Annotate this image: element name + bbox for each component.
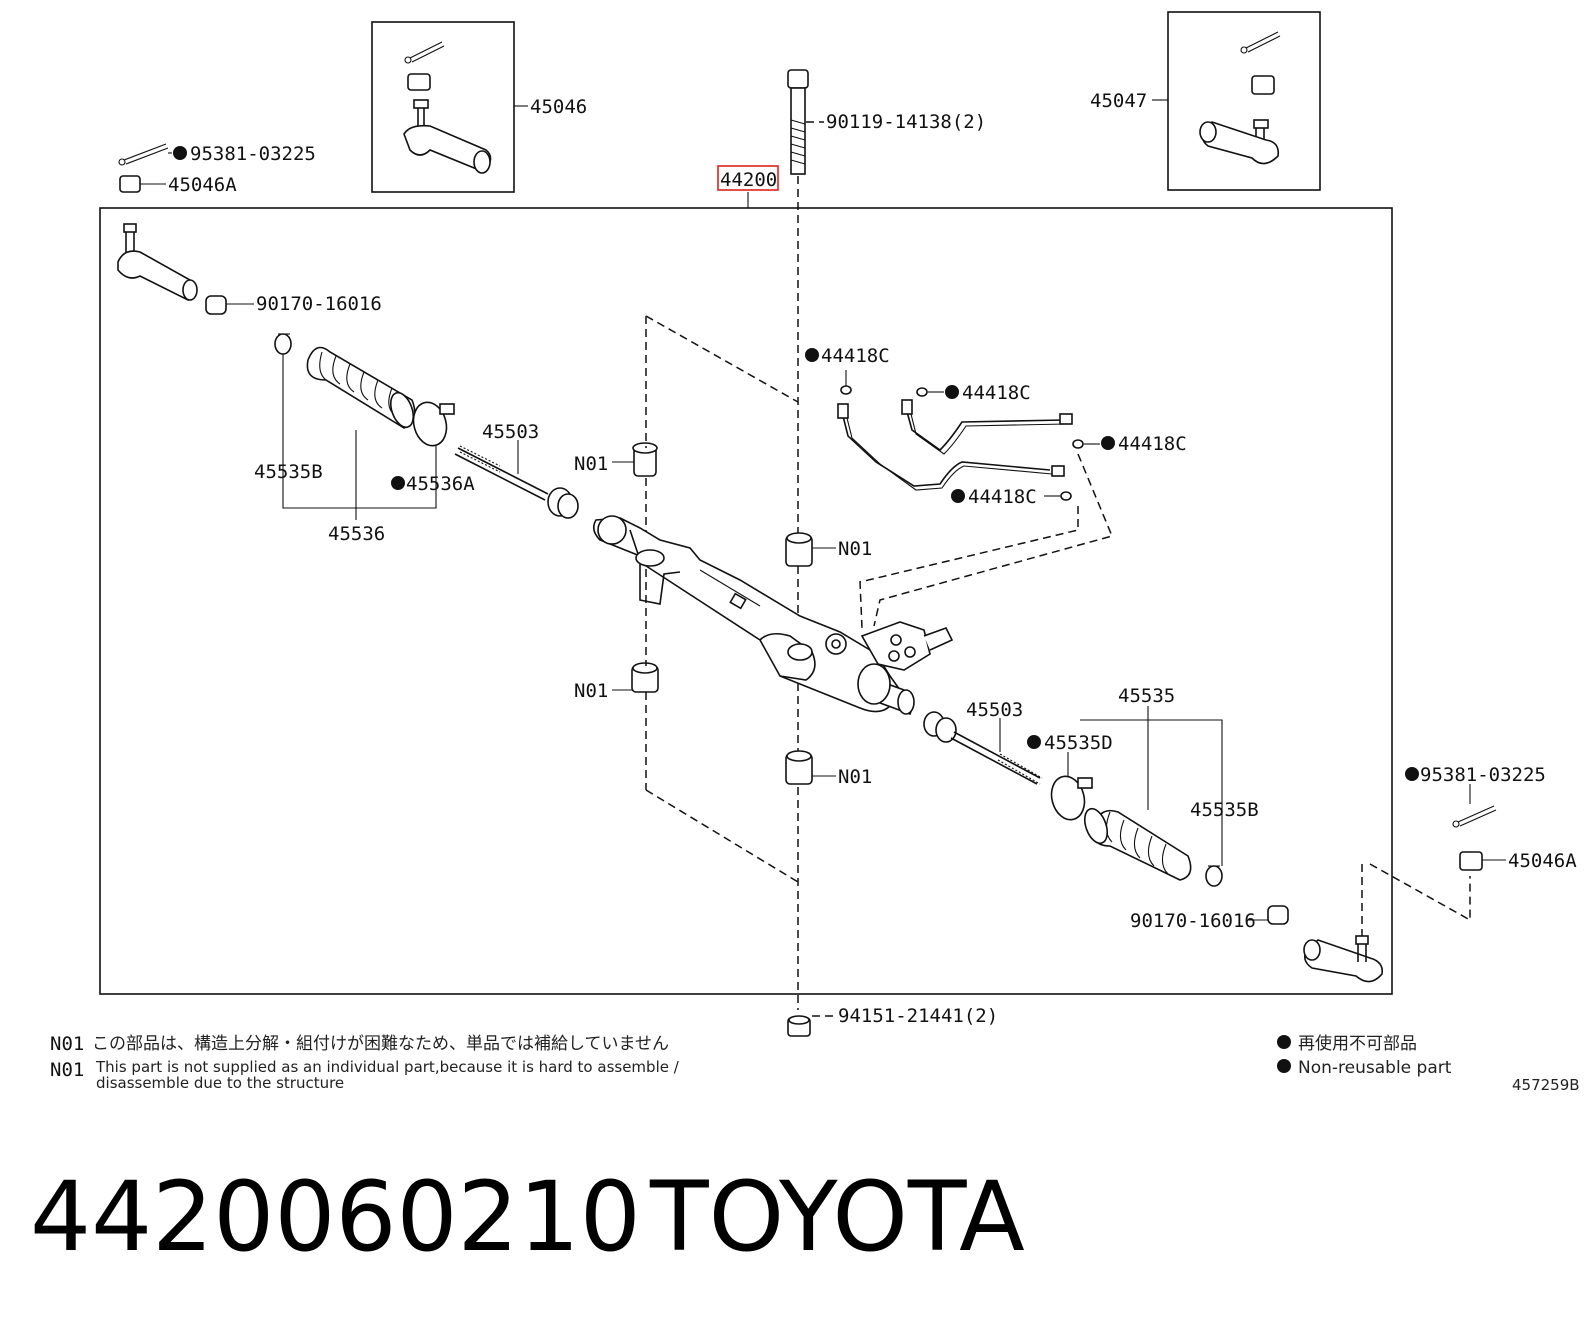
label-44418c-3[interactable]: 44418C <box>1118 433 1187 455</box>
boot-45536 <box>306 346 416 429</box>
label-45046a-left[interactable]: 45046A <box>168 174 237 196</box>
label-45535d[interactable]: 45535D <box>1044 732 1113 754</box>
legend-marker-jp <box>1277 1035 1291 1049</box>
caption-part-number: 4420060210 <box>30 1161 641 1273</box>
non-reusable-marker <box>945 385 959 399</box>
label-45536a[interactable]: 45536A <box>406 473 475 495</box>
label-45503-right[interactable]: 45503 <box>966 699 1023 721</box>
o-ring-3 <box>1072 439 1084 449</box>
label-44200[interactable]: 44200 <box>720 169 777 191</box>
label-44418c-4[interactable]: 44418C <box>968 486 1037 508</box>
note-text-en-line2: disassemble due to the structure <box>96 1074 344 1092</box>
cotter-pin-right <box>1452 805 1497 828</box>
clamp-45535d <box>1050 775 1093 821</box>
label-44418c-2[interactable]: 44418C <box>962 382 1031 404</box>
non-reusable-marker <box>1405 767 1419 781</box>
o-ring-2 <box>916 387 928 397</box>
pressure-pipes <box>837 399 1073 491</box>
diagram-code: 457259B <box>1512 1076 1580 1094</box>
non-reusable-marker <box>951 489 965 503</box>
label-45046[interactable]: 45046 <box>530 96 587 118</box>
cotter-pin-left <box>118 143 169 166</box>
label-95381-right[interactable]: 95381-03225 <box>1420 764 1546 786</box>
label-n01-upper-center[interactable]: N01 <box>838 538 872 560</box>
bushing-n01-lower-center <box>785 750 813 785</box>
o-ring-1 <box>840 385 852 395</box>
bushing-n01-lower-left <box>631 662 659 693</box>
label-90170-right[interactable]: 90170-16016 <box>1130 910 1256 932</box>
clamp-45535b-right <box>1205 865 1223 887</box>
tie-rod-45503-right <box>923 711 1043 785</box>
note-code-en: N01 <box>50 1059 84 1081</box>
non-reusable-marker <box>1027 735 1041 749</box>
clamp-45536a <box>412 401 455 447</box>
label-n01-lower-left[interactable]: N01 <box>574 680 608 702</box>
inset-box-45046 <box>371 21 515 193</box>
tie-rod-45503-left <box>454 445 579 519</box>
label-45047[interactable]: 45047 <box>1090 90 1147 112</box>
non-reusable-marker <box>1101 436 1115 450</box>
bracket-45535 <box>1080 719 1223 866</box>
o-ring-4 <box>1060 491 1072 501</box>
bolt-90119 <box>787 69 809 175</box>
label-n01-lower-center[interactable]: N01 <box>838 766 872 788</box>
assembly-frame <box>99 207 1393 995</box>
non-reusable-marker <box>173 146 187 160</box>
label-94151[interactable]: 94151-21441(2) <box>838 1005 998 1027</box>
tie-rod-end-right <box>1303 935 1384 983</box>
nut-90170-right <box>1267 905 1289 925</box>
label-45503-left[interactable]: 45503 <box>482 421 539 443</box>
legend-text-en: Non-reusable part <box>1298 1058 1452 1078</box>
clamp-45535b-left <box>274 333 292 355</box>
label-n01-upper-left[interactable]: N01 <box>574 453 608 475</box>
label-45535b-left[interactable]: 45535B <box>254 461 323 483</box>
note-text-en-line1: This part is not supplied as an individu… <box>95 1058 680 1076</box>
bushing-n01-upper-center <box>785 532 813 567</box>
dashed-guide-left <box>645 315 799 883</box>
note-code-jp: N01 <box>50 1033 84 1055</box>
label-45535[interactable]: 45535 <box>1118 685 1175 707</box>
non-reusable-marker <box>391 476 405 490</box>
label-45535b-right[interactable]: 45535B <box>1190 799 1259 821</box>
inset-box-45047 <box>1167 11 1321 191</box>
note-text-jp: この部品は、構造上分解・組付けが困難なため、単品では補給していません <box>92 1034 669 1054</box>
castle-nut-left <box>119 175 141 193</box>
label-45046a-right[interactable]: 45046A <box>1508 850 1577 872</box>
bracket-45536 <box>282 354 437 509</box>
nut-94151 <box>787 1015 811 1037</box>
label-95381-left[interactable]: 95381-03225 <box>190 143 316 165</box>
legend-text-jp: 再使用不可部品 <box>1298 1033 1417 1054</box>
label-90119[interactable]: 90119-14138(2) <box>826 111 986 133</box>
caption-brand: TOYOTA <box>649 1161 1025 1273</box>
label-45536[interactable]: 45536 <box>328 523 385 545</box>
steering-rack-housing <box>592 515 954 716</box>
boot-45535 <box>1083 807 1192 881</box>
nut-90170-left <box>205 295 227 315</box>
legend-marker-en <box>1277 1059 1291 1073</box>
label-44418c-1[interactable]: 44418C <box>821 345 890 367</box>
tie-rod-end-left <box>117 223 198 301</box>
castle-nut-right <box>1459 851 1483 871</box>
label-90170-left[interactable]: 90170-16016 <box>256 293 382 315</box>
bushing-n01-upper-left <box>632 442 658 477</box>
non-reusable-marker <box>805 348 819 362</box>
highlight-box-44200 <box>717 165 779 191</box>
